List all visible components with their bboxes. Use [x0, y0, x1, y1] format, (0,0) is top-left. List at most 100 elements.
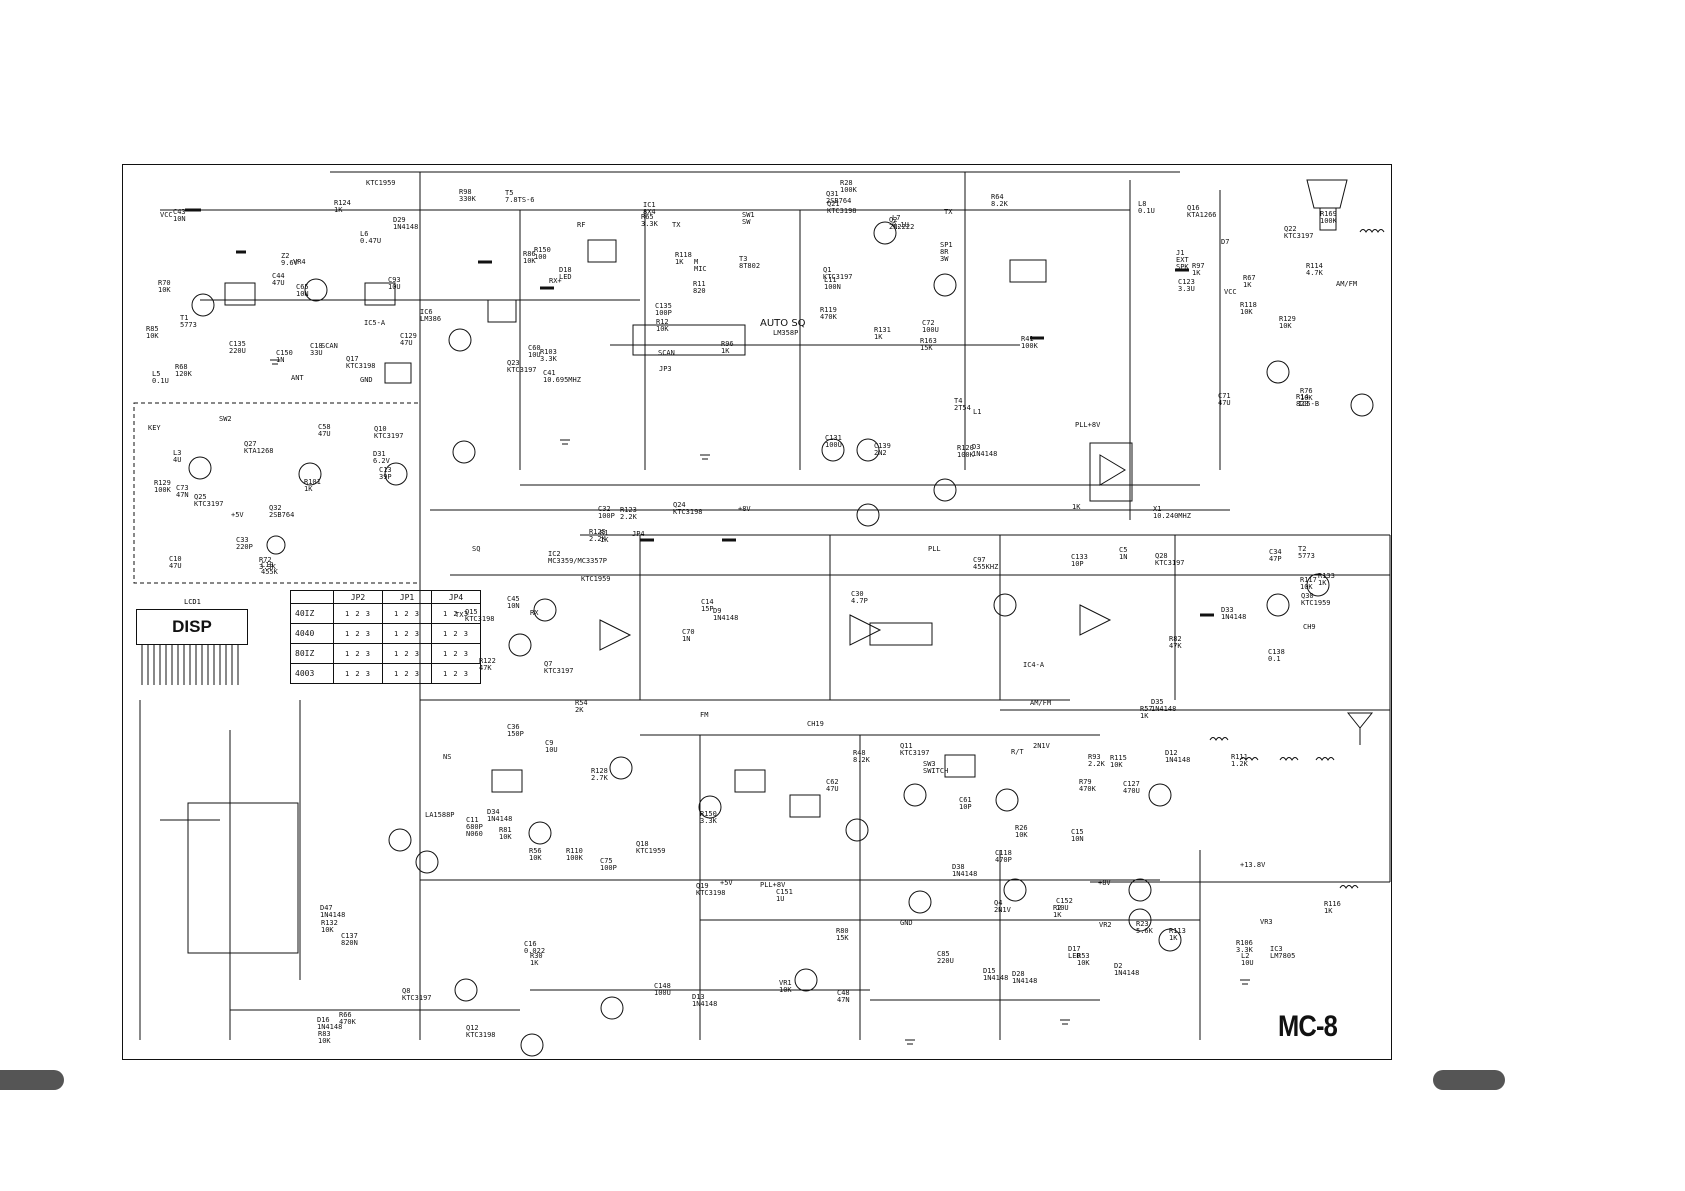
component-label: JP3 — [659, 365, 672, 373]
component-label: RX+ — [549, 277, 562, 285]
jumper-table-header-cell: JP4 — [431, 590, 481, 604]
component-label: KEY — [148, 424, 161, 432]
component-label: VR3 — [1260, 918, 1273, 926]
jumper-table-header-cell — [290, 590, 334, 604]
net-label: PLL+8V — [760, 881, 786, 889]
jumper-setting: 1 2 3 — [333, 603, 383, 624]
component-label: RF — [577, 221, 586, 229]
net-label: VCC — [160, 211, 173, 219]
jumper-table-header-cell: JP2 — [333, 590, 383, 604]
model-label: MC-8 — [1278, 1010, 1338, 1043]
component-label: GND — [360, 376, 373, 384]
jumper-setting: 1 2 3 — [333, 663, 383, 684]
component-label: JP4 — [632, 530, 645, 538]
jumper-setting: 1 2 3 — [333, 643, 383, 664]
component-label: +5V — [231, 511, 244, 519]
component-label: SQ — [472, 545, 481, 553]
component-label: IC5-A — [364, 319, 386, 327]
jumper-setting: 1 2 3 — [382, 603, 432, 624]
component-label: R/T — [1011, 748, 1024, 756]
jumper-model: 4040 — [290, 623, 334, 644]
component-label: SW2 — [219, 415, 232, 423]
component-label: VR2 — [1099, 921, 1112, 929]
component-label: CH9 — [1303, 623, 1316, 631]
component-label: LA1588P — [425, 811, 455, 819]
page-tab-left[interactable] — [0, 1070, 64, 1090]
page-tab-right[interactable] — [1433, 1070, 1505, 1090]
component-label: NS — [443, 753, 452, 761]
